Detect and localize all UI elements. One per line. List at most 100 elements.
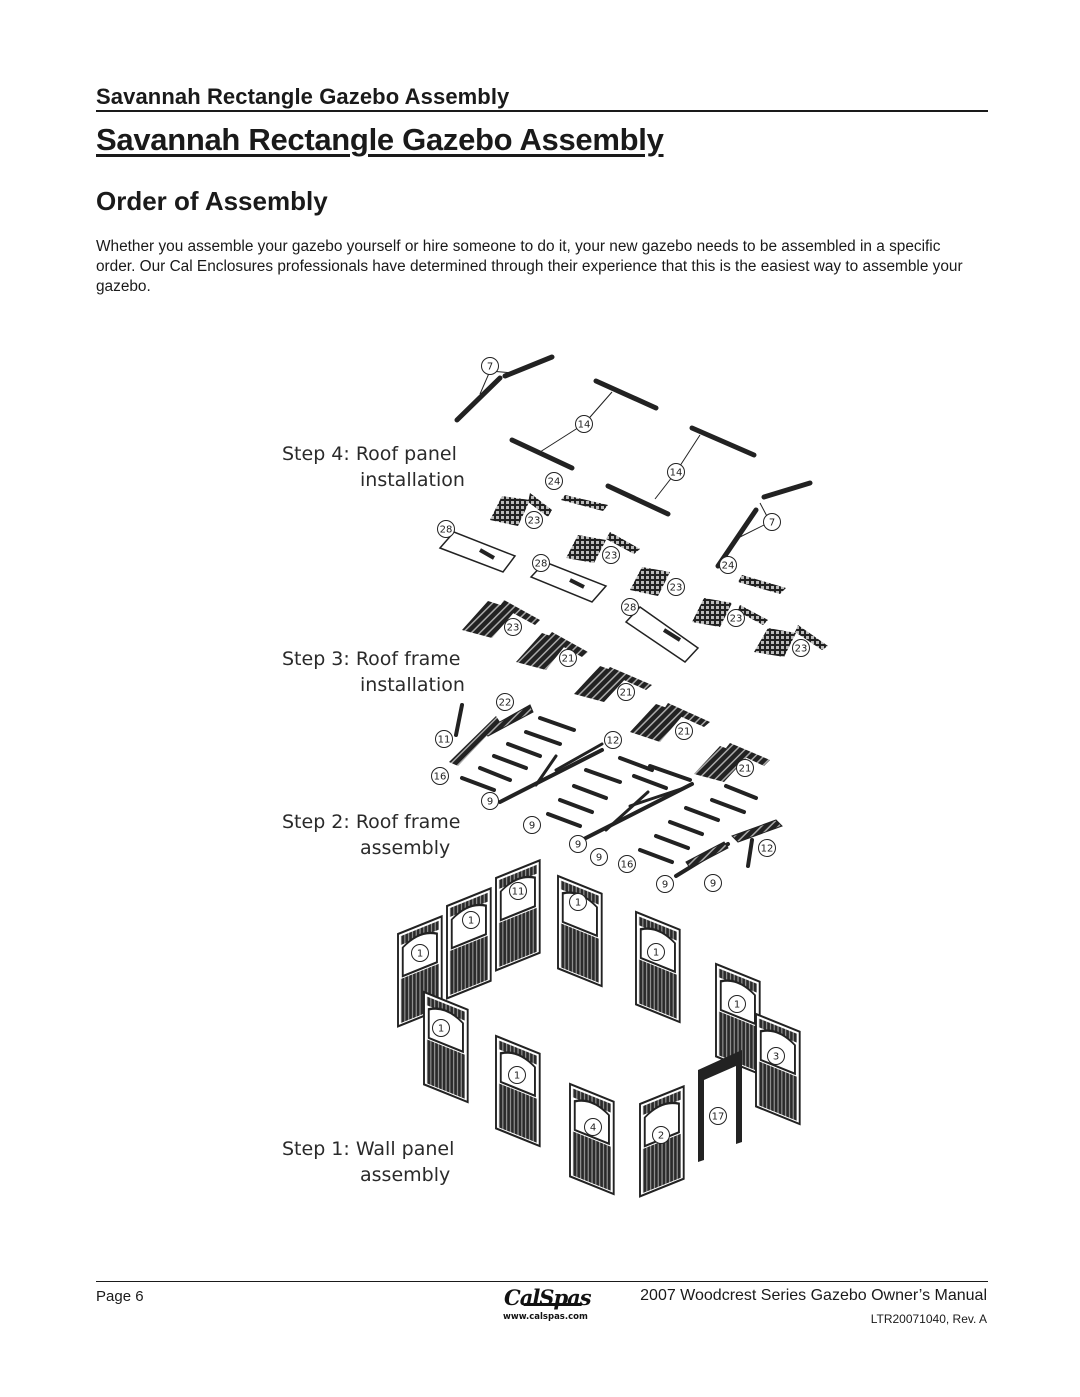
part-callout: 9 <box>523 816 541 834</box>
part-callout: 24 <box>719 556 737 574</box>
step-2-line2: assembly <box>360 837 451 859</box>
svg-text:28: 28 <box>440 525 453 536</box>
svg-text:21: 21 <box>562 654 575 665</box>
part-callout: 22 <box>496 693 514 711</box>
step-4-line2: installation <box>360 469 465 491</box>
svg-text:16: 16 <box>621 860 634 871</box>
part-callout: 1 <box>569 893 587 911</box>
running-header: Savannah Rectangle Gazebo Assembly <box>96 84 510 109</box>
document-code: LTR20071040, Rev. A <box>870 1312 987 1326</box>
part-callout: 23 <box>602 546 620 564</box>
roof-ridge-beams <box>454 354 813 569</box>
step-4-line1: Step 4: Roof panel <box>282 443 457 465</box>
wall-panels <box>396 859 801 1198</box>
svg-text:14: 14 <box>670 468 683 479</box>
step-1-label: Step 1: Wall panel assembly <box>282 1136 454 1188</box>
svg-text:7: 7 <box>487 362 493 373</box>
svg-text:11: 11 <box>438 735 451 746</box>
part-callout: 9 <box>569 835 587 853</box>
svg-text:1: 1 <box>734 1000 740 1011</box>
part-callout: 16 <box>618 855 636 873</box>
svg-text:21: 21 <box>739 764 752 775</box>
svg-text:21: 21 <box>678 727 691 738</box>
part-callout: 21 <box>736 759 754 777</box>
svg-text:23: 23 <box>605 551 618 562</box>
part-callout: 16 <box>431 767 449 785</box>
exploded-assembly-diagram: 7141472423282328232324282323212121212211… <box>396 354 828 1198</box>
part-callout: 23 <box>504 618 522 636</box>
part-callout: 23 <box>792 639 810 657</box>
calspas-logo: CalSpas www.calspas.com <box>500 1283 592 1329</box>
step-2-line1: Step 2: Roof frame <box>282 811 461 833</box>
svg-text:1: 1 <box>575 898 581 909</box>
part-callout: 12 <box>758 839 776 857</box>
svg-text:9: 9 <box>662 880 668 891</box>
part-callout: 1 <box>647 943 665 961</box>
part-callout: 14 <box>667 463 685 481</box>
svg-text:14: 14 <box>578 420 591 431</box>
svg-text:23: 23 <box>730 614 743 625</box>
part-callout: 12 <box>604 731 622 749</box>
step-1-line2: assembly <box>360 1164 451 1186</box>
svg-text:9: 9 <box>529 821 535 832</box>
part-callout: 11 <box>509 882 527 900</box>
svg-text:16: 16 <box>434 772 447 783</box>
svg-text:17: 17 <box>712 1112 725 1123</box>
part-callout: 28 <box>437 520 455 538</box>
svg-text:24: 24 <box>548 477 561 488</box>
part-callout: 4 <box>584 1118 602 1136</box>
svg-text:1: 1 <box>417 949 423 960</box>
svg-text:9: 9 <box>710 879 716 890</box>
svg-text:1: 1 <box>438 1024 444 1035</box>
svg-text:23: 23 <box>670 583 683 594</box>
svg-text:23: 23 <box>528 516 541 527</box>
svg-text:21: 21 <box>620 688 633 699</box>
part-callout: 23 <box>525 511 543 529</box>
svg-text:1: 1 <box>468 916 474 927</box>
svg-text:23: 23 <box>507 623 520 634</box>
svg-text:28: 28 <box>624 603 637 614</box>
svg-text:22: 22 <box>499 698 512 709</box>
part-callout: 1 <box>432 1019 450 1037</box>
roof-panels <box>438 493 828 663</box>
part-callout: 21 <box>675 722 693 740</box>
svg-text:1: 1 <box>514 1071 520 1082</box>
svg-text:9: 9 <box>596 853 602 864</box>
page-number: Page 6 <box>96 1288 144 1305</box>
svg-text:28: 28 <box>535 559 548 570</box>
part-callout: 9 <box>481 792 499 810</box>
part-callout: 21 <box>617 683 635 701</box>
step-1-line1: Step 1: Wall panel <box>282 1138 455 1160</box>
svg-text:3: 3 <box>773 1052 779 1063</box>
svg-text:2: 2 <box>658 1131 664 1142</box>
svg-text:1: 1 <box>653 948 659 959</box>
logo-swoosh <box>523 1303 583 1306</box>
part-callout: 9 <box>704 874 722 892</box>
part-callout: 11 <box>435 730 453 748</box>
part-callout: 21 <box>559 649 577 667</box>
part-callout: 3 <box>767 1047 785 1065</box>
step-4-label: Step 4: Roof panel installation <box>282 441 465 493</box>
manual-title: 2007 Woodcrest Series Gazebo Owner’s Man… <box>640 1287 987 1304</box>
part-callout: 2 <box>652 1126 670 1144</box>
intro-paragraph: Whether you assemble your gazebo yoursel… <box>96 238 963 295</box>
svg-text:24: 24 <box>722 561 735 572</box>
part-callout: 23 <box>667 578 685 596</box>
part-callout: 23 <box>727 609 745 627</box>
part-callout: 28 <box>621 598 639 616</box>
footer-divider <box>96 1281 988 1282</box>
svg-text:11: 11 <box>512 887 525 898</box>
svg-text:23: 23 <box>795 644 808 655</box>
part-callout: 17 <box>709 1107 727 1125</box>
step-2-label: Step 2: Roof frame assembly <box>282 809 461 861</box>
part-callout: 7 <box>481 357 499 375</box>
svg-text:12: 12 <box>761 844 774 855</box>
svg-text:7: 7 <box>769 518 775 529</box>
step-3-line1: Step 3: Roof frame <box>282 648 461 670</box>
step-3-label: Step 3: Roof frame installation <box>282 646 465 698</box>
part-callout: 28 <box>532 554 550 572</box>
part-callout: 14 <box>575 415 593 433</box>
svg-text:4: 4 <box>590 1123 596 1134</box>
svg-text:9: 9 <box>575 840 581 851</box>
part-callout: 1 <box>508 1066 526 1084</box>
